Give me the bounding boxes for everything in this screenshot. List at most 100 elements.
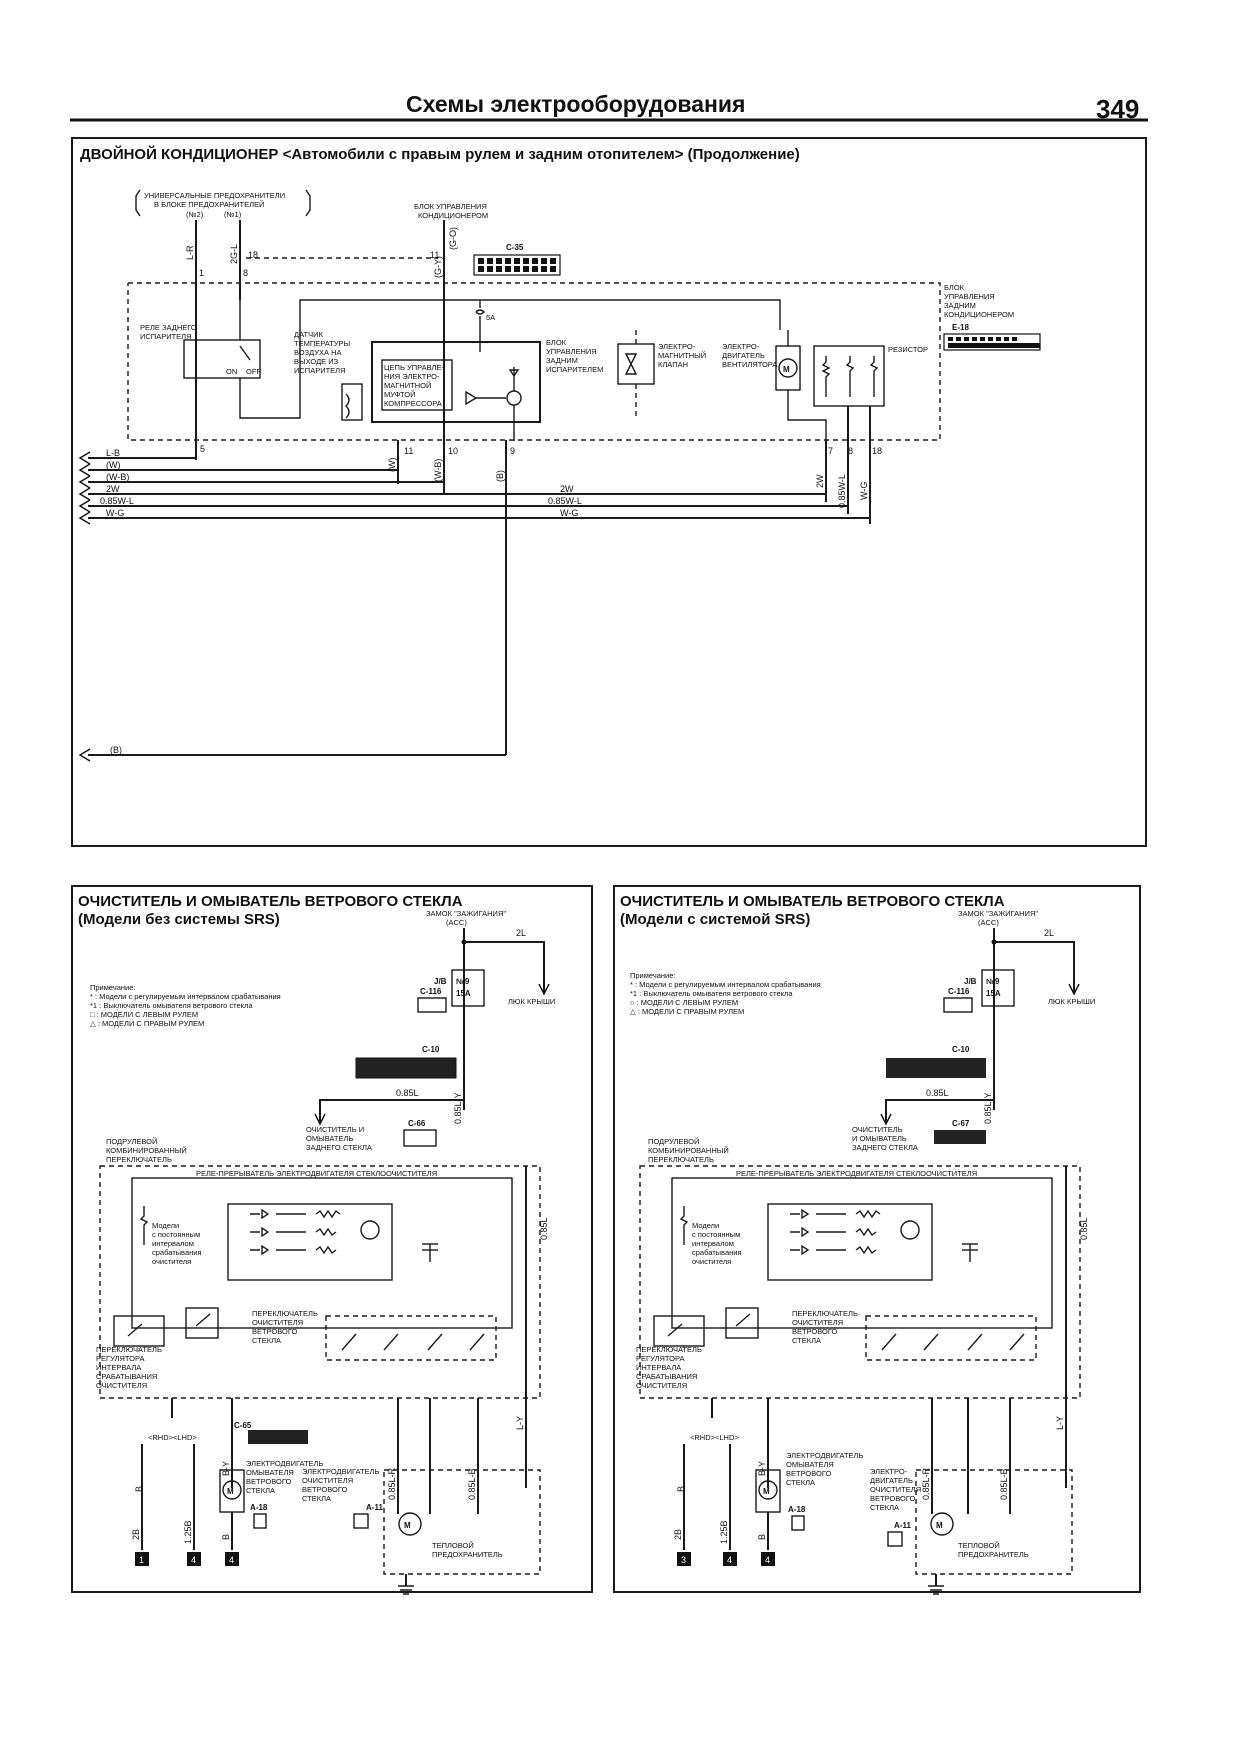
wire-085lb-right: 0.85L-B <box>999 1468 1009 1500</box>
wire-085ly-left: 0.85L-Y <box>453 1092 463 1124</box>
sensor-label-4: ВЫХОДЕ ИЗ <box>294 357 339 366</box>
interval-switch-label-right-5: ОЧИСТИТЕЛЯ <box>636 1381 687 1390</box>
wire-wg: W-G <box>106 508 124 518</box>
connector-c67-box-right <box>934 1130 986 1144</box>
fuse-9-right <box>981 969 1015 1007</box>
relay-logic-left <box>227 1203 393 1281</box>
svg-text:M: M <box>936 1521 943 1530</box>
ac-diagram-title: ДВОЙНОЙ КОНДИЦИОНЕР <Автомобили с правым… <box>80 145 800 163</box>
svg-text:5: 5 <box>200 444 205 454</box>
wiper-motor-label-right: ЭЛЕКТРО- <box>870 1467 908 1476</box>
valve-label: ЭЛЕКТРО- <box>658 342 696 351</box>
connector-c65-left: C-65 <box>234 1421 252 1430</box>
wire-b-v: (B) <box>495 470 505 482</box>
wire-085wl-mid: 0.85W-L <box>548 496 582 506</box>
svg-text:9: 9 <box>510 446 515 456</box>
jb-label-left: J/B <box>434 977 447 986</box>
relay-label: РЕЛЕ ЗАДНЕГО <box>140 323 197 332</box>
stalk-label-right: ПОДРУЛЕВОЙ <box>648 1137 699 1146</box>
ground-1-label-left: 1 <box>139 1555 144 1565</box>
wiper-switch-label-right: ПЕРЕКЛЮЧАТЕЛЬ <box>792 1309 858 1318</box>
bracket-left <box>135 189 141 217</box>
wiper-panel-left-frame <box>71 885 593 1593</box>
wiper-switch-label-left-3: ВЕТРОВОГО <box>252 1327 297 1336</box>
connector-c35-label: C-35 <box>506 243 524 252</box>
wiper-switch-left <box>325 1315 497 1361</box>
rear-block-label-3: ЗАДНИМ <box>546 356 578 365</box>
wire-085l-right-left: 0.85L <box>539 1217 549 1240</box>
note-2-left: *1 : Выключатель омывателя ветрового сте… <box>90 1001 253 1010</box>
wire-w: (W) <box>106 460 121 470</box>
wiper-relay-label-left: РЕЛЕ-ПРЕРЫВАТЕЛЬ ЭЛЕКТРОДВИГАТЕЛЯ СТЕКЛО… <box>196 1169 437 1178</box>
wire-085lr-right: 0.85L-R <box>921 1467 931 1500</box>
combination-switch-right <box>639 1165 1081 1399</box>
wiper-right-subtitle: (Модели с системой SRS) <box>620 911 810 928</box>
interval-switch-label-left: ПЕРЕКЛЮЧАТЕЛЬ <box>96 1345 162 1354</box>
wire-125b-right: 1.25B <box>719 1520 729 1544</box>
connector-a18-right: A-18 <box>788 1505 806 1514</box>
note-3-right: ○ : МОДЕЛИ С ЛЕВЫМ РУЛЕМ <box>630 998 738 1007</box>
sensor-label: ДАТЧИК <box>294 330 323 339</box>
interval-switch-label-right-3: ИНТЕРВАЛА <box>636 1363 681 1372</box>
wire-2b-right: 2B <box>673 1529 683 1540</box>
wire-wg-mid: W-G <box>560 508 578 518</box>
wiper-switch-label-left-2: ОЧИСТИТЕЛЯ <box>252 1318 303 1327</box>
fan-motor-label-3: ВЕНТИЛЯТОРА <box>722 360 777 369</box>
fuse-number-2: (№2) <box>186 210 204 219</box>
wire-g-o: (G-O) <box>448 227 458 250</box>
rhd-lhd-right: <RHD><LHD> <box>690 1433 739 1442</box>
wiper-motor-box-left <box>383 1469 541 1575</box>
connector-c65-box-left <box>248 1430 308 1444</box>
wiper-relay-label-right: РЕЛЕ-ПРЕРЫВАТЕЛЬ ЭЛЕКТРОДВИГАТЕЛЯ СТЕКЛО… <box>736 1169 977 1178</box>
thermal-label-right-2: ПРЕДОХРАНИТЕЛЬ <box>958 1550 1029 1559</box>
wiper-left-subtitle: (Модели без системы SRS) <box>78 911 280 928</box>
washer-motor-label-left-4: СТЕКЛА <box>246 1486 275 1495</box>
interval-note-right-4: срабатывания <box>692 1248 742 1257</box>
jb-label-right: J/B <box>964 977 977 986</box>
fuse-15a-label-left: 15A <box>456 989 471 998</box>
wiper-motor-label-right-4: ВЕТРОВОГО <box>870 1494 915 1503</box>
connector-a18-left: A-18 <box>250 1503 268 1512</box>
thermal-label-left: ТЕПЛОВОЙ <box>432 1541 474 1550</box>
fuse-block-label-2: В БЛОКЕ ПРЕДОХРАНИТЕЛЕЙ <box>154 200 264 209</box>
connector-c66-box-left <box>403 1129 437 1147</box>
clutch-label-3: МАГНИТНОЙ <box>384 381 431 390</box>
svg-text:M: M <box>227 1487 234 1496</box>
connector-c10-right: C-10 <box>952 1045 970 1054</box>
wiper-panel-right-frame <box>613 885 1141 1593</box>
wiper-switch-label-right-4: СТЕКЛА <box>792 1336 821 1345</box>
interval-note-left-5: очистителя <box>152 1257 191 1266</box>
rear-washer-label-right: ОЧИСТИТЕЛЬ <box>852 1125 903 1134</box>
note-1-left: * : Модели с регулируемым интервалом сра… <box>90 992 281 1001</box>
wire-wg-v: W-G <box>859 482 869 500</box>
wiper-switch-label-right-3: ВЕТРОВОГО <box>792 1327 837 1336</box>
rear-ac-label-4: КОНДИЦИОНЕРОМ <box>944 310 1014 319</box>
wire-2w-v: 2W <box>815 474 825 488</box>
wire-w-b-v: (W-B) <box>433 459 443 482</box>
relay-logic-right <box>767 1203 933 1281</box>
connector-e18-label: E-18 <box>952 323 969 332</box>
interval-note-left-3: интервалом <box>152 1239 194 1248</box>
connector-c67-right: C-67 <box>952 1119 970 1128</box>
connector-a18-box-right <box>791 1515 805 1531</box>
relay-label-2: ИСПАРИТЕЛЯ <box>140 332 192 341</box>
wire-085ly-right: 0.85L-Y <box>983 1092 993 1124</box>
rear-block-label: БЛОК <box>546 338 567 347</box>
fuse-number-1: (№1) <box>224 210 242 219</box>
note-4-right: △ : МОДЕЛИ С ПРАВЫМ РУЛЕМ <box>630 1007 744 1016</box>
washer-motor-label-left-2: ОМЫВАТЕЛЯ <box>246 1468 294 1477</box>
connector-a11-box-right <box>887 1531 903 1547</box>
wiper-motor-label-left: ЭЛЕКТРОДВИГАТЕЛЬ <box>302 1467 379 1476</box>
sensor-label-3: ВОЗДУХА НА <box>294 348 342 357</box>
ac-diagram: ДВОЙНОЙ КОНДИЦИОНЕР <Автомобили с правым… <box>71 137 1147 847</box>
interval-switch-label-left-2: РЕГУЛЯТОРА <box>96 1354 145 1363</box>
svg-text:18: 18 <box>872 446 882 456</box>
relay-off: OFF <box>246 367 261 376</box>
wire-g-y: (G-Y) <box>433 256 443 278</box>
wire-w-b: (W-B) <box>106 472 129 482</box>
svg-text:M: M <box>783 365 790 374</box>
connector-c116-box-left <box>417 997 447 1013</box>
svg-text:11: 11 <box>404 446 413 456</box>
washer-switch-left <box>185 1307 219 1339</box>
rear-block-label-2: УПРАВЛЕНИЯ <box>546 347 597 356</box>
